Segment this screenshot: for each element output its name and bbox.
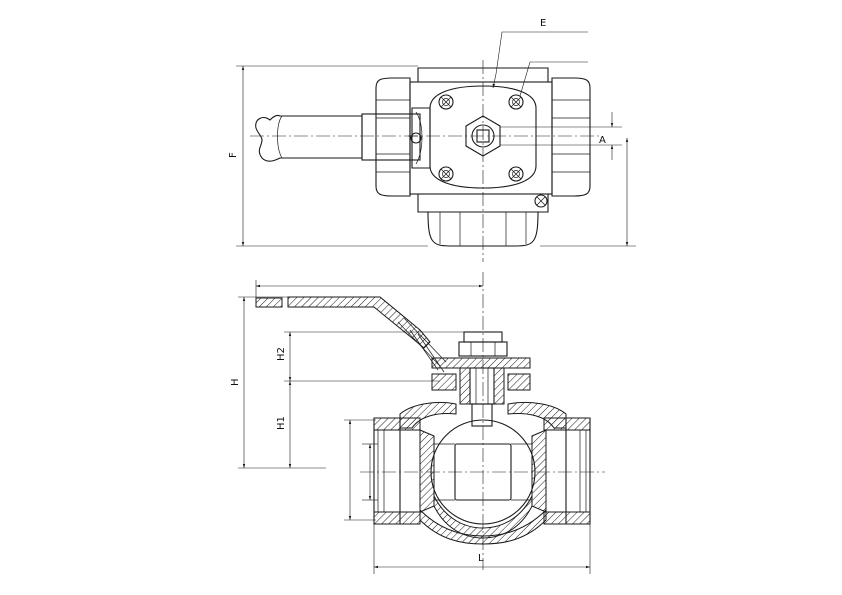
lever-clamp (411, 107, 431, 169)
seat-right (531, 429, 547, 513)
ball-bore-opening (454, 443, 512, 501)
label-l: L (478, 553, 484, 564)
front-section-view: H H2 H1 L (230, 272, 605, 574)
mount-pad-right (507, 373, 531, 391)
label-f: F (228, 152, 239, 158)
lever-handle-grip (255, 114, 363, 162)
right-connector-wall-top (543, 417, 591, 431)
ball-lower-port (433, 495, 533, 539)
bolt-bottom-right (508, 166, 524, 182)
label-h1: H1 (276, 416, 287, 430)
stem-square (476, 129, 490, 143)
seat-left (419, 429, 435, 513)
valve-ball (430, 419, 536, 525)
mount-pad-left (431, 373, 457, 391)
left-connector-wall-top (373, 417, 421, 431)
stem-hex-nut (465, 115, 501, 157)
left-end-cap (375, 77, 411, 197)
leader-line-e (495, 31, 588, 75)
stem-nut-hex (458, 341, 508, 357)
lever-handle-arm (361, 113, 421, 161)
label-h: H (230, 378, 241, 386)
stem-packing-left (459, 367, 471, 405)
bottom-end-cap (427, 211, 539, 247)
lever-pivot-bolt (410, 132, 422, 144)
label-e: E (540, 18, 546, 29)
stem-tang (471, 403, 493, 427)
right-end-connector (565, 417, 591, 525)
bolt-top-right (508, 94, 524, 110)
stem-packing-right (493, 367, 505, 405)
top-view: E A F (228, 18, 636, 262)
handle-clamp-plate (431, 357, 531, 369)
label-a: A (599, 135, 606, 146)
left-connector-wall-bottom (373, 511, 421, 525)
bolt-top-left (438, 94, 454, 110)
handle-tip-section (255, 297, 283, 308)
right-end-cap (551, 77, 591, 197)
label-h2: H2 (276, 347, 287, 361)
stem-nut-ring (471, 124, 495, 148)
right-connector-wall-bottom (543, 511, 591, 525)
handle-lever-section (287, 296, 431, 349)
leader-line-bolt (519, 61, 588, 97)
mounting-pad (429, 85, 537, 189)
bottom-flange (417, 193, 549, 213)
bolt-side (534, 194, 548, 208)
bolt-bottom-left (438, 166, 454, 182)
valve-stem (469, 367, 495, 405)
